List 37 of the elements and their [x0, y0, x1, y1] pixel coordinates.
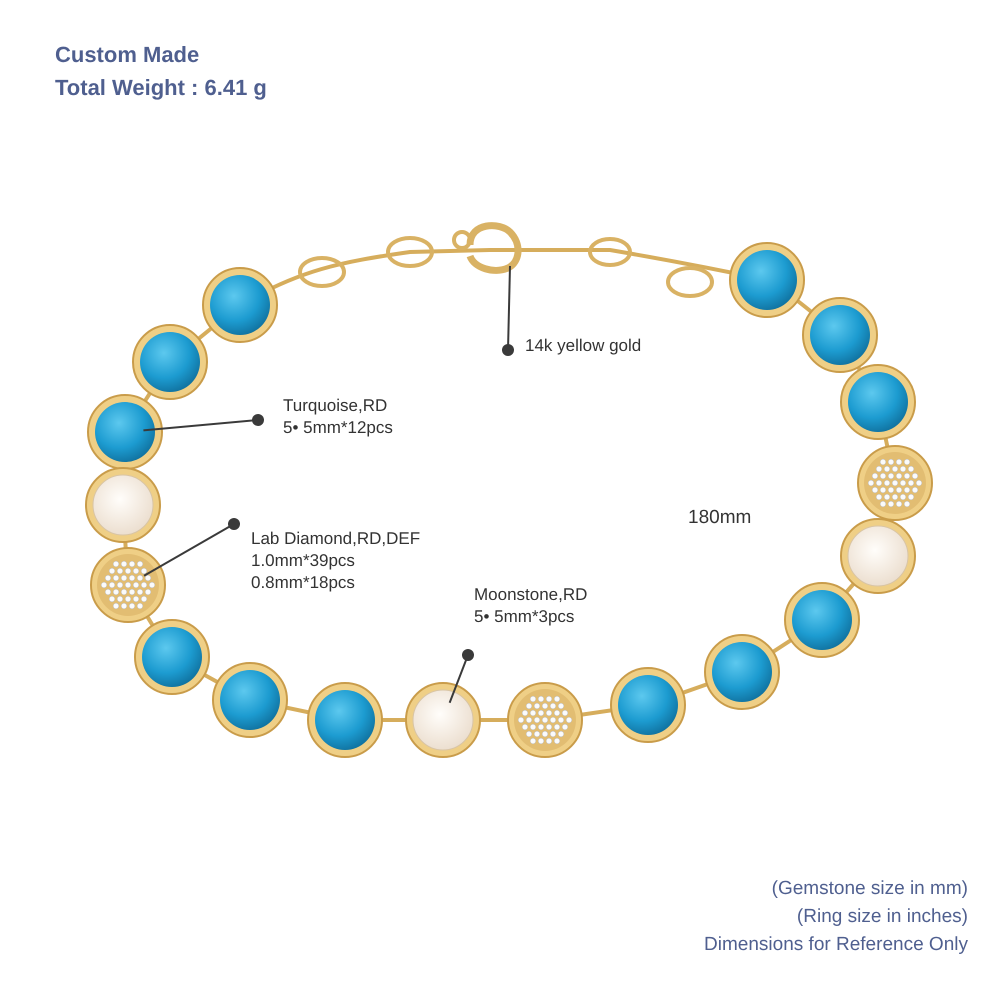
turquoise-stone — [87, 394, 163, 470]
pave-diamond-disc — [90, 547, 166, 623]
note: (Ring size in inches) — [796, 906, 968, 928]
dimension-label: 180mm — [688, 507, 752, 529]
turquoise-stone — [784, 582, 860, 658]
leader-line — [144, 518, 240, 577]
note: (Gemstone size in mm) — [772, 878, 968, 900]
callout-text: 1.0mm*39pcs — [251, 550, 355, 572]
callout-text: 0.8mm*18pcs — [251, 572, 355, 594]
pave-diamond-disc — [507, 682, 583, 758]
turquoise-stone — [610, 667, 686, 743]
callout-text: 14k yellow gold — [525, 335, 642, 357]
heading: Custom Made — [55, 42, 200, 68]
leader-line — [143, 414, 264, 432]
turquoise-stone — [840, 364, 916, 440]
turquoise-stone — [134, 619, 210, 695]
turquoise-stone — [802, 297, 878, 373]
callout-text: 5• 5mm*3pcs — [474, 606, 574, 628]
heading: Total Weight : 6.41 g — [55, 75, 267, 101]
turquoise-stone — [307, 682, 383, 758]
turquoise-stone — [729, 242, 805, 318]
callout-text: Turquoise,RD — [283, 395, 388, 417]
callout-text: Lab Diamond,RD,DEF — [251, 528, 420, 550]
note: Dimensions for Reference Only — [704, 934, 968, 956]
callout-text: 5• 5mm*12pcs — [283, 417, 393, 439]
leader-line — [502, 266, 514, 356]
moonstone — [85, 467, 161, 543]
callout-text: Moonstone,RD — [474, 584, 588, 606]
pave-diamond-disc — [857, 445, 933, 521]
turquoise-stone — [132, 324, 208, 400]
turquoise-stone — [212, 662, 288, 738]
leader-line — [448, 649, 474, 704]
turquoise-stone — [202, 267, 278, 343]
moonstone — [405, 682, 481, 758]
turquoise-stone — [704, 634, 780, 710]
moonstone — [840, 518, 916, 594]
lobster-clasp — [452, 222, 522, 274]
